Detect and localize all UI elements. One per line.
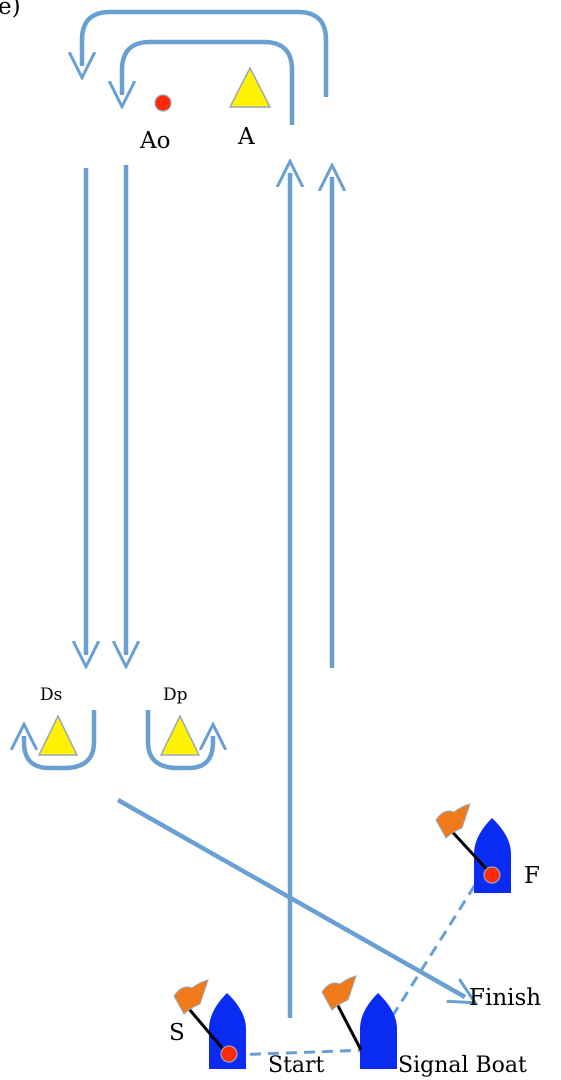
mark-ds-triangle-icon bbox=[37, 714, 79, 756]
mark-dp-triangle-icon bbox=[159, 714, 201, 756]
finish-boat-icon bbox=[474, 818, 511, 893]
label-signal-boat: Signal Boat bbox=[398, 1053, 527, 1078]
label-f: F bbox=[524, 863, 540, 889]
outer-rounding-path bbox=[82, 9, 329, 97]
corner-text-fragment: e) bbox=[0, 0, 21, 20]
label-a: A bbox=[237, 124, 255, 150]
label-dp: Dp bbox=[163, 685, 188, 705]
gate-ds-rounding-path bbox=[24, 710, 97, 771]
signal-boat-flag-icon bbox=[321, 975, 363, 1051]
leg-to-finish bbox=[116, 798, 465, 997]
label-finish: Finish bbox=[469, 985, 541, 1011]
signal-boat-icon bbox=[360, 993, 397, 1069]
start-boat-icon bbox=[209, 993, 246, 1069]
start-buoy-icon bbox=[220, 1045, 238, 1063]
label-s: S bbox=[169, 1020, 185, 1046]
start-flag-icon bbox=[173, 979, 230, 1056]
finish-buoy-icon bbox=[483, 866, 501, 884]
start-line-dashed bbox=[231, 1048, 369, 1057]
mark-a-triangle-icon bbox=[228, 66, 272, 108]
inner-rounding-path bbox=[122, 39, 295, 125]
label-start: Start bbox=[268, 1053, 325, 1078]
finish-flag-icon bbox=[435, 803, 494, 877]
gate-dp-rounding-path bbox=[145, 710, 213, 771]
label-ao: Ao bbox=[139, 128, 170, 154]
label-ds: Ds bbox=[40, 685, 62, 705]
finish-line-dashed bbox=[371, 876, 482, 1048]
mark-ao-buoy-icon bbox=[154, 94, 172, 112]
